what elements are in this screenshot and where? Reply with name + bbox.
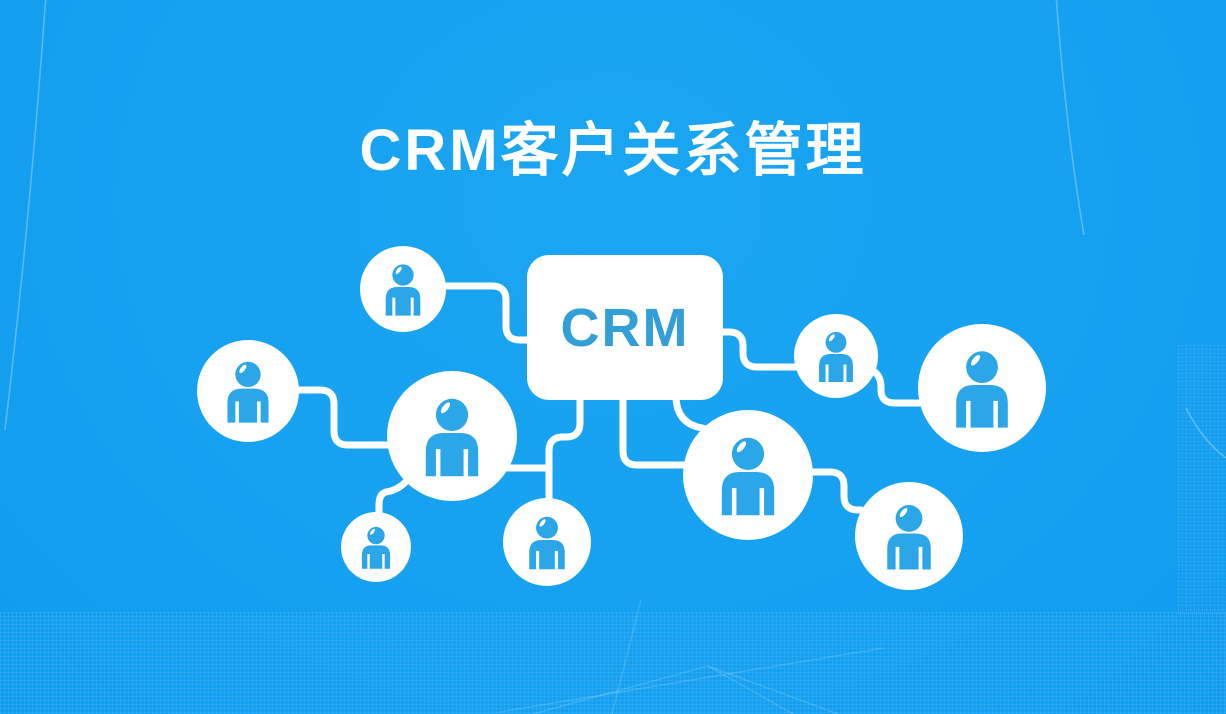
crm-box: CRM: [527, 255, 723, 400]
customer-node-7: [794, 314, 878, 398]
connector-layer: [291, 282, 925, 519]
connector-crm-box-to-customer-node-6: [619, 395, 690, 469]
customer-node-4: [341, 512, 411, 582]
customer-node-6: [683, 410, 813, 540]
page-title: CRM客户关系管理: [359, 118, 867, 183]
customer-node-5: [503, 498, 591, 586]
connector-crm-box-to-customer-node-5: [545, 395, 584, 509]
connector-customer-node-6-to-customer-node-9: [807, 468, 865, 514]
connector-customer-node-1-to-crm-box: [440, 282, 536, 344]
decor-curve: [1055, 0, 1085, 236]
connector-crm-box-to-customer-node-6: [672, 395, 720, 436]
decor-lines: [4, 0, 1226, 714]
connector-customer-node-2-to-customer-node-3: [291, 386, 396, 449]
customer-node-1: [360, 246, 446, 332]
customer-node-3: [387, 371, 517, 501]
decor-triangle: [499, 647, 885, 713]
decor-triangle: [707, 665, 839, 714]
connector-customer-node-3-to-customer-node-4: [375, 473, 414, 519]
decor-curve: [4, 0, 47, 431]
decor-curve: [1185, 407, 1226, 459]
crm-box-label: CRM: [560, 297, 690, 358]
customer-nodes-layer: [197, 246, 1046, 590]
decor-triangle: [532, 665, 794, 714]
connector-customer-node-7-to-customer-node-8: [864, 364, 925, 407]
customer-node-2: [197, 340, 299, 442]
decor-triangle: [611, 599, 642, 714]
customer-node-8: [918, 324, 1046, 452]
customer-node-9: [855, 482, 963, 590]
connector-crm-box-to-customer-node-7: [718, 328, 801, 371]
